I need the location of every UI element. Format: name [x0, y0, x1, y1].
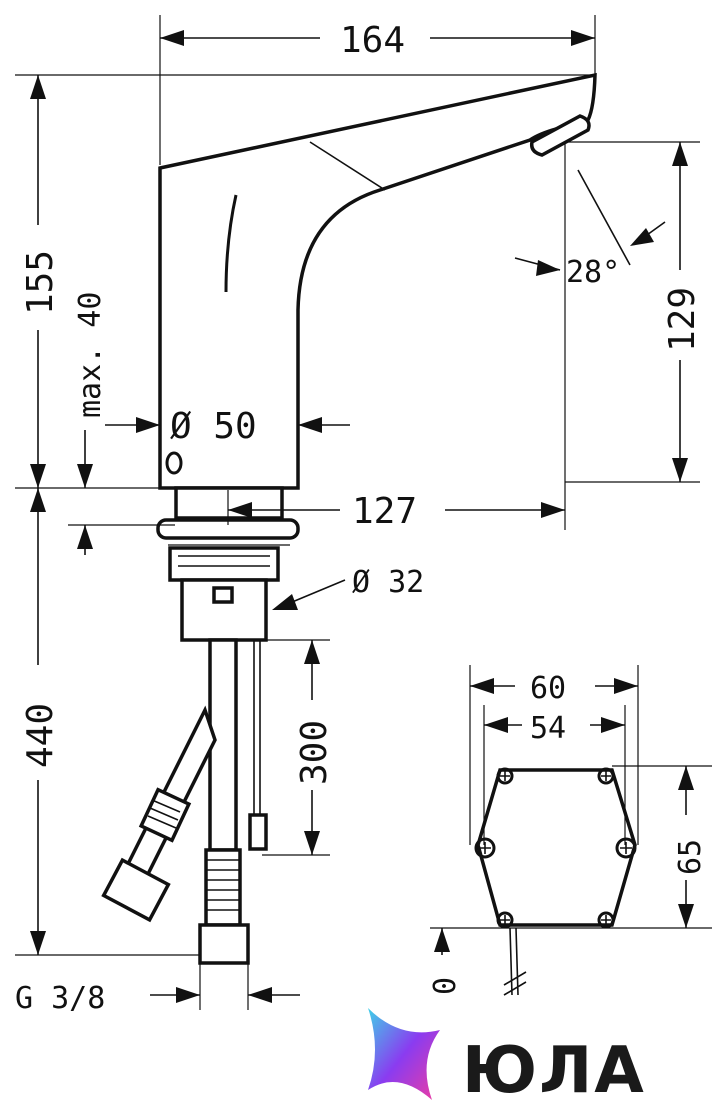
faucet-body [158, 72, 597, 490]
screw-icon [474, 767, 637, 929]
label-hose-length: 440 [20, 703, 61, 768]
dim-300: 300 [262, 639, 335, 856]
dim-60: 60 [469, 665, 639, 845]
label-height-total: 155 [20, 250, 61, 315]
label-box-zero: 0 [428, 977, 463, 995]
label-diameter-body: Ø 50 [170, 406, 257, 447]
dim-127: 127 [227, 490, 565, 532]
label-spout-height: 129 [662, 287, 703, 352]
brand-name: ЮЛА [462, 1034, 646, 1100]
label-reach: 127 [352, 491, 417, 532]
dim-thread: G 3/8 [15, 963, 300, 1016]
brand-logo: ЮЛА [368, 1008, 646, 1100]
label-diameter-mount: Ø 32 [352, 565, 424, 600]
label-cable-length: 300 [294, 720, 335, 785]
aerator-nozzle [529, 114, 591, 157]
dim-diameter-32: Ø 32 [272, 565, 424, 610]
dim-440: 440 [15, 488, 200, 956]
dim-155: 155 [15, 74, 595, 489]
label-box-height: 65 [673, 839, 708, 875]
label-thread: G 3/8 [15, 981, 105, 1016]
label-width-top: 164 [340, 20, 405, 61]
dim-zero: 0 [428, 928, 463, 995]
star-logo-icon [368, 1008, 440, 1100]
dim-164: 164 [159, 15, 596, 165]
supply-hoses [101, 638, 268, 965]
label-box-width-inner: 54 [530, 711, 566, 746]
control-box [474, 767, 637, 996]
dim-65: 65 [430, 765, 712, 929]
label-max-thickness: max. 40 [73, 292, 108, 418]
label-box-width-outer: 60 [530, 671, 566, 706]
sensor-window [165, 451, 183, 475]
dim-54: 54 [483, 705, 626, 845]
dim-max-40: max. 40 [68, 292, 175, 555]
dim-129: 129 [564, 141, 703, 530]
dim-diameter-50: Ø 50 [105, 406, 350, 447]
label-angle: 28° [566, 255, 620, 290]
dim-angle: 28° [514, 169, 666, 290]
